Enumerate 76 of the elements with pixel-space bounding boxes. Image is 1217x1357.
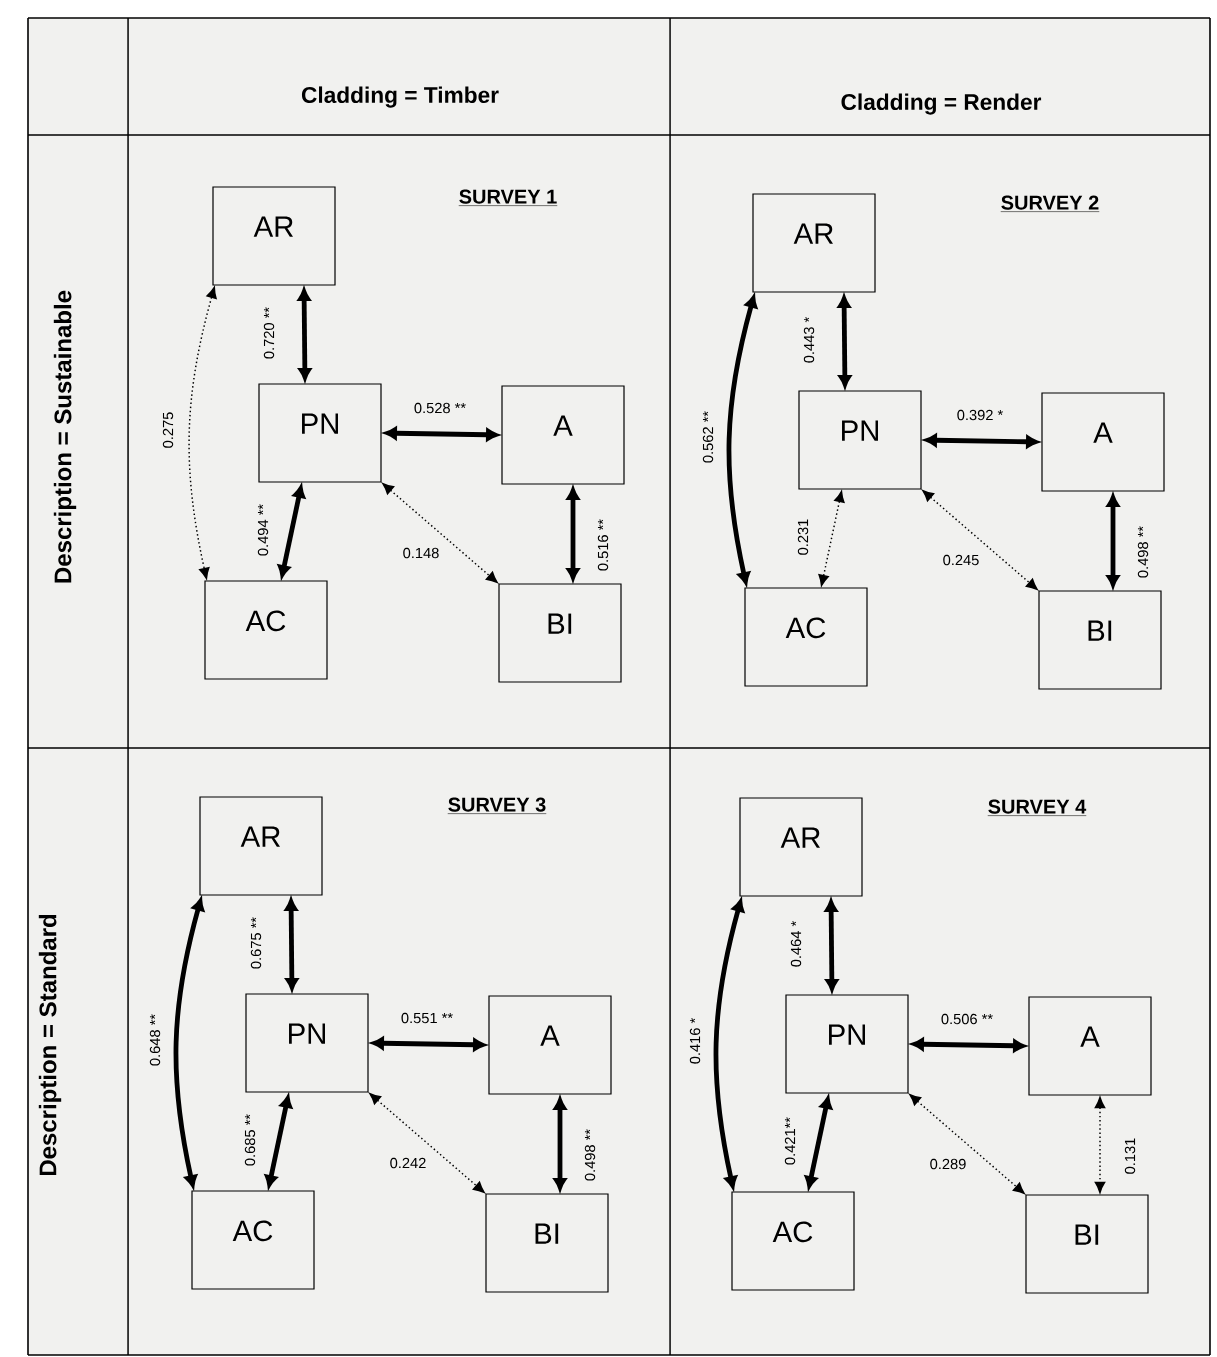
edge-label: 0.720 ** (262, 305, 276, 361)
edge-label: 0.392 * (955, 408, 1005, 422)
variable-box: AC (731, 1191, 855, 1291)
arrow (909, 1093, 1025, 1195)
edge-label: 0.516 ** (596, 517, 610, 573)
arrow (824, 899, 839, 992)
variable-box: AC (204, 580, 328, 680)
edge-label: 0.506 ** (939, 1012, 995, 1026)
arrow (297, 288, 312, 381)
variable-box: BI (485, 1193, 609, 1293)
variable-box: PN (245, 993, 369, 1093)
arrow (911, 1037, 1026, 1053)
arrow (713, 899, 745, 1189)
edge-label: 0.498 ** (1136, 524, 1150, 580)
arrow (284, 898, 299, 991)
variable-box: AR (752, 193, 876, 293)
column-header: Cladding = Render (841, 93, 1042, 115)
edge-label: 0.289 (928, 1157, 968, 1171)
edge-label: 0.551 ** (399, 1011, 455, 1025)
arrow (371, 1036, 486, 1052)
survey-title: SURVEY 1 (458, 189, 558, 206)
arrow (264, 1095, 293, 1188)
variable-box: AC (744, 587, 868, 687)
edge-label: 0.528 ** (412, 401, 468, 415)
variable-box: BI (1025, 1194, 1149, 1294)
variable-box: A (1028, 996, 1152, 1096)
arrow (726, 295, 758, 585)
survey-title: SURVEY 3 (447, 797, 547, 814)
edge-label: 0.685 ** (243, 1112, 257, 1168)
arrow (369, 1092, 485, 1194)
arrow (922, 489, 1038, 591)
arrow (1094, 1096, 1106, 1194)
edge-label: 0.675 ** (249, 915, 263, 971)
survey-title: SURVEY 4 (987, 799, 1087, 816)
variable-box: AR (739, 797, 863, 897)
edge-label: 0.148 (401, 546, 441, 560)
edge-label: 0.498 ** (583, 1127, 597, 1183)
edge-label: 0.416 * (688, 1016, 702, 1066)
arrow (173, 898, 205, 1188)
edge-label: 0.275 (161, 410, 175, 450)
arrow (837, 295, 852, 388)
edge-label: 0.494 ** (256, 502, 270, 558)
arrow (188, 286, 217, 580)
variable-box: AC (191, 1190, 315, 1290)
edge-label: 0.562 ** (701, 409, 715, 465)
row-header: Description = Standard (38, 914, 62, 1176)
arrow (804, 1096, 833, 1189)
arrow (277, 485, 306, 578)
arrow (818, 490, 845, 587)
row-header: Description = Sustainable (53, 290, 77, 583)
variable-box: A (488, 995, 612, 1095)
variable-box: A (501, 385, 625, 485)
arrow (566, 487, 580, 581)
variable-box: PN (785, 994, 909, 1094)
arrow (924, 433, 1039, 449)
arrow (384, 426, 499, 442)
edge-label: 0.245 (941, 553, 981, 567)
variable-box: AR (199, 796, 323, 896)
variable-box: AR (212, 186, 336, 286)
edge-label: 0.231 (796, 517, 810, 557)
variable-box: PN (798, 390, 922, 490)
variable-box: PN (258, 383, 382, 483)
edge-label: 0.131 (1123, 1136, 1137, 1176)
variable-box: A (1041, 392, 1165, 492)
edge-label: 0.421** (783, 1115, 797, 1167)
survey-title: SURVEY 2 (1000, 195, 1100, 212)
variable-box: BI (498, 583, 622, 683)
arrow (553, 1097, 567, 1191)
variable-box: BI (1038, 590, 1162, 690)
edge-label: 0.242 (388, 1156, 428, 1170)
edge-label: 0.648 ** (148, 1012, 162, 1068)
arrow (1106, 494, 1120, 588)
edge-label: 0.443 * (802, 315, 816, 365)
edge-label: 0.464 * (789, 919, 803, 969)
arrow (382, 482, 498, 584)
column-header: Cladding = Timber (301, 86, 499, 108)
